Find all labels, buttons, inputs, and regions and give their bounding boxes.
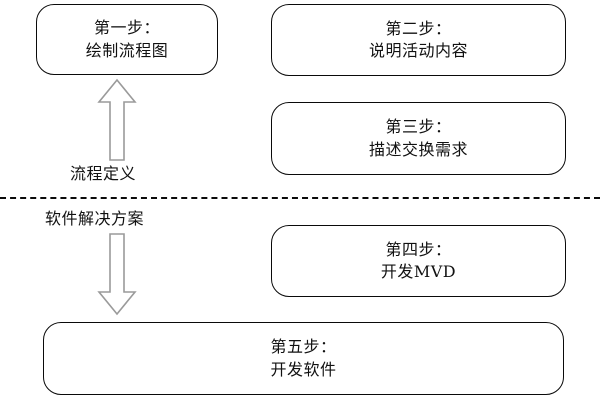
label-software-solution: 软件解决方案 <box>45 209 145 228</box>
step-1-line1: 第一步： <box>93 18 160 38</box>
step-3-line2: 描述交换需求 <box>368 139 468 159</box>
step-3-line1: 第三步： <box>385 117 452 137</box>
label-process-definition: 流程定义 <box>70 164 137 183</box>
step-2-line1: 第二步： <box>385 18 452 38</box>
step-5-line1: 第五步： <box>270 337 337 357</box>
step-box-2[interactable]: 第二步： 说明活动内容 <box>271 4 566 76</box>
arrow-down-icon <box>97 233 137 316</box>
arrow-up-icon <box>97 78 137 161</box>
step-box-4[interactable]: 第四步： 开发MVD <box>271 225 566 297</box>
step-box-5[interactable]: 第五步： 开发软件 <box>43 322 564 395</box>
step-4-line2: 开发MVD <box>380 262 457 281</box>
phase-divider <box>0 197 600 199</box>
step-1-line2: 绘制流程图 <box>85 40 169 60</box>
step-box-1[interactable]: 第一步： 绘制流程图 <box>36 4 218 75</box>
step-box-3[interactable]: 第三步： 描述交换需求 <box>271 102 566 175</box>
step-4-line1: 第四步： <box>385 239 452 259</box>
step-2-line2: 说明活动内容 <box>368 41 468 60</box>
step-5-line2: 开发软件 <box>270 359 337 379</box>
